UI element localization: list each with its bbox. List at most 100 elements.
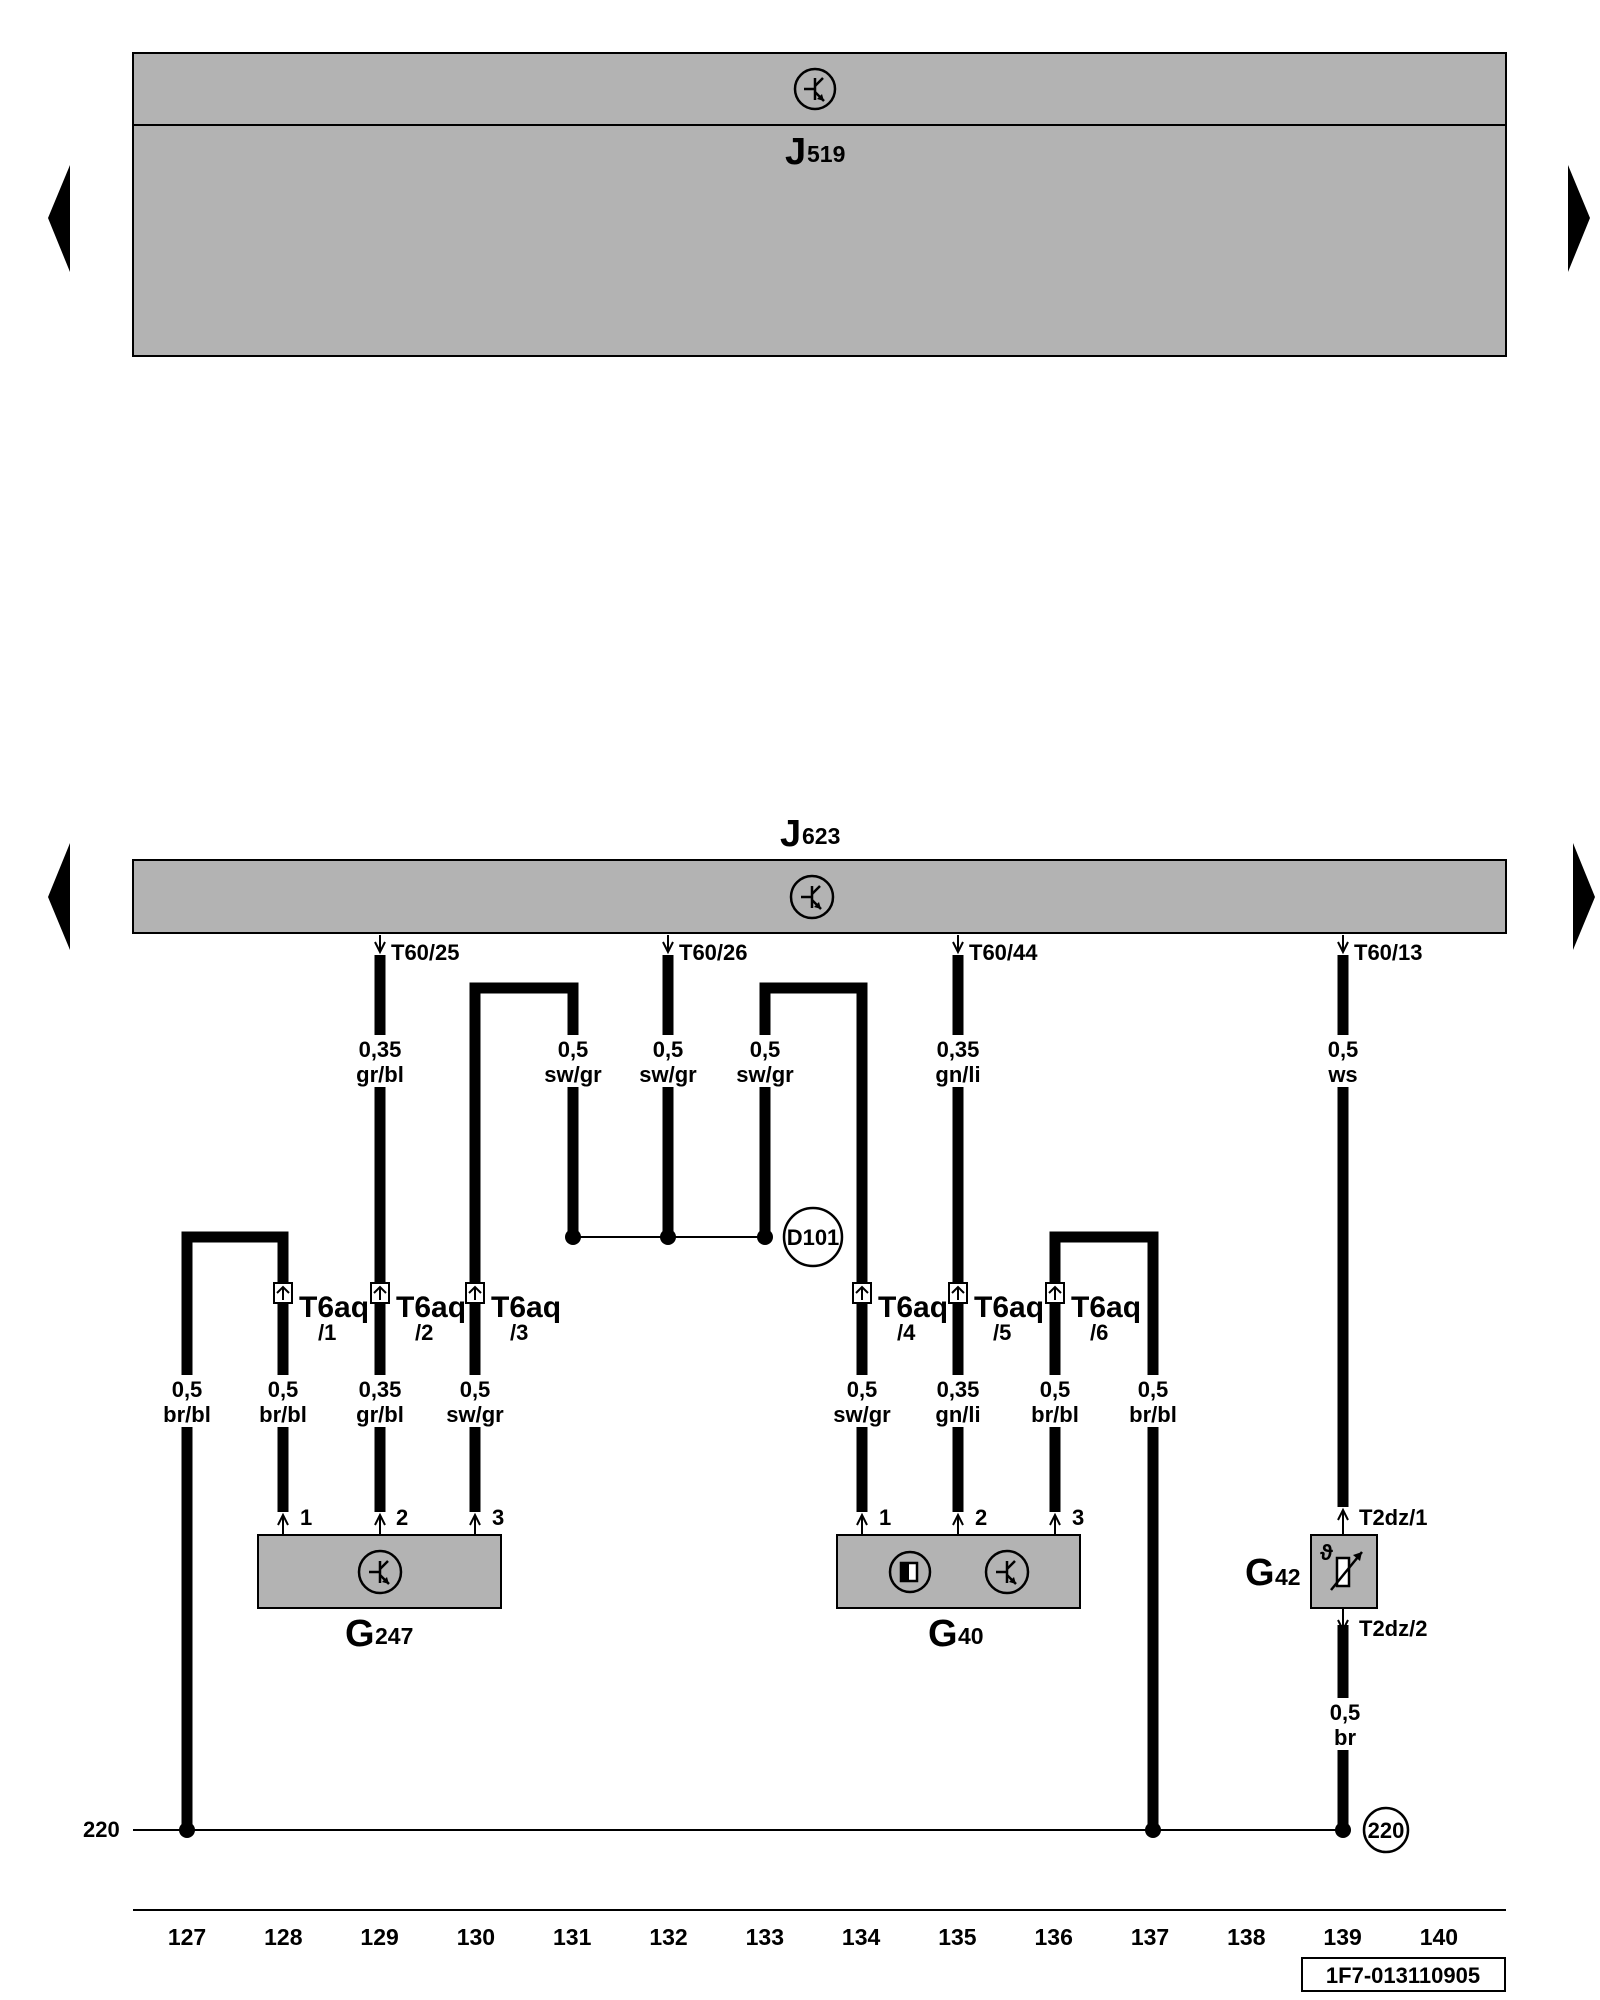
connector-t60-13: T60/13 [1354, 940, 1423, 965]
connector-t2dz-2: T2dz/2 [1359, 1616, 1427, 1641]
document-id: 1F7-013110905 [1326, 1963, 1480, 1988]
svg-text:0,5: 0,5 [750, 1037, 781, 1062]
column-number: 136 [1035, 1924, 1073, 1950]
column-number: 139 [1323, 1924, 1361, 1950]
svg-text:sw/gr: sw/gr [544, 1062, 602, 1087]
g42-subscript: 42 [1275, 1564, 1301, 1590]
wire-labels: 0,35 gr/bl 0,5 sw/gr 0,5 sw/gr 0,5 sw/gr… [152, 1035, 1373, 1750]
connector-t60-25: T60/25 [391, 940, 460, 965]
sensor-g42: T2dz/1 ϑ T2dz/2 G 42 [1245, 1505, 1427, 1641]
hall-sender-icon [888, 1550, 932, 1594]
control-unit-j623: J 623 [132, 813, 1507, 934]
svg-text:2: 2 [396, 1505, 408, 1530]
svg-text:/5: /5 [993, 1320, 1011, 1345]
column-number: 137 [1131, 1924, 1169, 1950]
g247-subscript: 247 [375, 1623, 413, 1649]
sensor-g40: 1 2 3 G 40 [836, 1505, 1084, 1655]
svg-text:sw/gr: sw/gr [639, 1062, 697, 1087]
svg-text:sw/gr: sw/gr [833, 1402, 891, 1427]
column-number: 130 [457, 1924, 495, 1950]
svg-text:3: 3 [1072, 1505, 1084, 1530]
column-number: 128 [264, 1924, 303, 1950]
splice-d101: D101 [565, 1206, 844, 1268]
svg-text:br/bl: br/bl [163, 1402, 211, 1427]
svg-text:0,5: 0,5 [1330, 1700, 1361, 1725]
column-number: 135 [938, 1924, 977, 1950]
svg-text:br: br [1334, 1725, 1356, 1750]
svg-text:/2: /2 [415, 1320, 433, 1345]
next-page-arrow-top[interactable] [1568, 165, 1590, 272]
control-unit-j519: J 519 [132, 52, 1507, 357]
column-number: 127 [168, 1924, 206, 1950]
connector-t6aq-1: T6aq /1 [273, 1282, 369, 1345]
ground-connection-220: 220 220 [83, 1806, 1410, 1854]
svg-text:0,5: 0,5 [1138, 1377, 1169, 1402]
prev-page-arrow-top[interactable] [48, 165, 70, 272]
j623-letter: J [780, 813, 801, 855]
column-number: 140 [1420, 1924, 1458, 1950]
theta-icon: ϑ [1320, 1540, 1333, 1565]
svg-text:0,35: 0,35 [937, 1037, 980, 1062]
junction-d101-label: D101 [787, 1225, 840, 1250]
svg-text:T6aq: T6aq [299, 1291, 369, 1324]
connector-t6aq-5: T6aq /5 [948, 1282, 1044, 1345]
svg-text:0,5: 0,5 [558, 1037, 589, 1062]
svg-text:gn/li: gn/li [935, 1402, 980, 1427]
svg-text:0,5: 0,5 [1040, 1377, 1071, 1402]
ground-point-220-label: 220 [1368, 1818, 1405, 1843]
g42-letter: G [1245, 1552, 1275, 1594]
electronic-module-icon [789, 874, 835, 920]
connector-t60-44: T60/44 [969, 940, 1038, 965]
column-number: 133 [746, 1924, 784, 1950]
svg-text:sw/gr: sw/gr [446, 1402, 504, 1427]
svg-text:0,5: 0,5 [268, 1377, 299, 1402]
electronic-module-icon [357, 1549, 403, 1595]
svg-text:br/bl: br/bl [1129, 1402, 1177, 1427]
column-number: 131 [553, 1924, 592, 1950]
column-number: 129 [360, 1924, 398, 1950]
svg-text:0,35: 0,35 [359, 1377, 402, 1402]
connector-t6aq-3: T6aq /3 [465, 1282, 561, 1345]
connector-t6aq-4: T6aq /4 [852, 1282, 948, 1345]
wire-127-loop [181, 1231, 289, 1830]
j519-subscript: 519 [807, 141, 845, 167]
svg-text:T6aq: T6aq [974, 1291, 1044, 1324]
column-number: 138 [1227, 1924, 1266, 1950]
svg-text:/4: /4 [897, 1320, 916, 1345]
svg-text:T6aq: T6aq [878, 1291, 948, 1324]
svg-text:0,5: 0,5 [847, 1377, 878, 1402]
svg-text:/3: /3 [510, 1320, 528, 1345]
j519-letter: J [785, 131, 806, 173]
svg-text:1: 1 [300, 1505, 312, 1530]
electronic-module-icon [984, 1549, 1030, 1595]
j623-connectors: T60/25 T60/26 T60/44 T60/13 [374, 935, 1423, 965]
temperature-sensor-icon: ϑ [1320, 1540, 1363, 1591]
svg-text:sw/gr: sw/gr [736, 1062, 794, 1087]
connector-t60-26: T60/26 [679, 940, 748, 965]
next-page-arrow-bottom[interactable] [1573, 843, 1595, 950]
wire-131-loop [469, 982, 579, 1283]
electronic-module-icon [793, 67, 837, 111]
connector-t6aq-2: T6aq /2 [370, 1282, 466, 1345]
connector-t6aq-6: T6aq /6 [1045, 1282, 1141, 1345]
svg-text:T6aq: T6aq [491, 1291, 561, 1324]
prev-page-arrow-bottom[interactable] [48, 843, 70, 950]
svg-text:1: 1 [879, 1505, 891, 1530]
ground-ref-label: 220 [83, 1817, 120, 1842]
column-number: 134 [842, 1924, 881, 1950]
document-id-box: 1F7-013110905 [1301, 1957, 1506, 1992]
svg-text:0,5: 0,5 [1328, 1037, 1359, 1062]
column-numbers: 127 128 129 130 131 132 133 134 135 136 137 138 139 1… [168, 1924, 1458, 1950]
svg-text:0,35: 0,35 [937, 1377, 980, 1402]
svg-text:T6aq: T6aq [396, 1291, 466, 1324]
svg-text:/1: /1 [318, 1320, 336, 1345]
svg-text:gr/bl: gr/bl [356, 1402, 404, 1427]
column-axis: 127 128 129 130 131 132 133 134 135 136 137 138 139 1… [133, 1909, 1506, 1950]
svg-text:br/bl: br/bl [259, 1402, 307, 1427]
column-number: 132 [649, 1924, 687, 1950]
svg-text:0,5: 0,5 [460, 1377, 491, 1402]
sensor-g247: 1 2 3 G 247 [257, 1505, 504, 1655]
g40-subscript: 40 [958, 1623, 984, 1649]
svg-text:gr/bl: gr/bl [356, 1062, 404, 1087]
